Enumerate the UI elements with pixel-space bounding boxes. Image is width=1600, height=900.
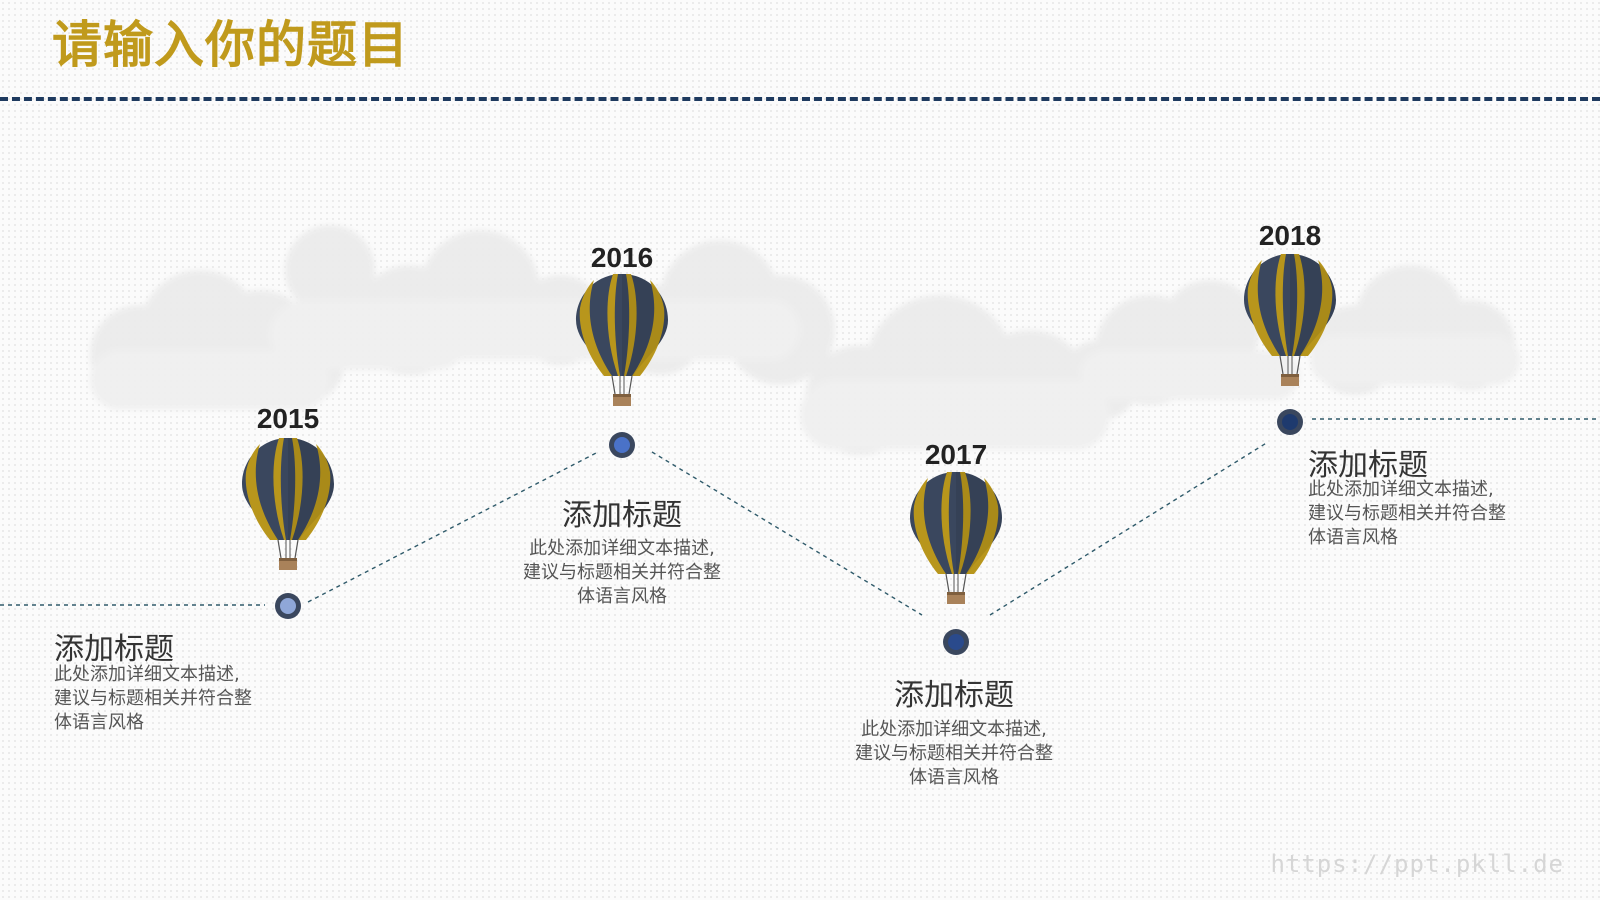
description-line: 此处添加详细文本描述, bbox=[529, 538, 715, 559]
description-line: 此处添加详细文本描述, bbox=[1308, 479, 1494, 500]
description-line: 体语言风格 bbox=[1308, 527, 1398, 548]
description-line: 体语言风格 bbox=[909, 767, 999, 788]
milestone-description: 此处添加详细文本描述, 建议与标题相关并符合整 体语言风格 bbox=[507, 537, 737, 609]
year-label: 2018 bbox=[1258, 220, 1322, 251]
description-line: 体语言风格 bbox=[577, 586, 667, 607]
description-line: 建议与标题相关并符合整 bbox=[1308, 503, 1506, 524]
description-line: 体语言风格 bbox=[54, 712, 144, 733]
description-line: 此处添加详细文本描述, bbox=[861, 719, 1047, 740]
milestone-heading: 添加标题 bbox=[54, 632, 174, 667]
hot-air-balloon-icon bbox=[909, 471, 1003, 605]
description-line: 建议与标题相关并符合整 bbox=[523, 562, 721, 583]
timeline-dot bbox=[1277, 409, 1303, 435]
timeline-path bbox=[0, 418, 1600, 616]
hot-air-balloon-icon bbox=[575, 273, 669, 407]
description-line: 此处添加详细文本描述, bbox=[54, 664, 240, 685]
year-label: 2016 bbox=[590, 242, 654, 273]
year-label: 2015 bbox=[256, 403, 320, 434]
year-label: 2017 bbox=[924, 439, 988, 470]
hot-air-balloon-icon bbox=[241, 437, 335, 571]
milestone-heading: 添加标题 bbox=[562, 498, 682, 533]
cloud-background bbox=[90, 225, 1520, 455]
milestone-description: 此处添加详细文本描述, 建议与标题相关并符合整 体语言风格 bbox=[54, 663, 284, 735]
description-line: 建议与标题相关并符合整 bbox=[54, 688, 252, 709]
timeline-dot bbox=[275, 593, 301, 619]
title-divider bbox=[0, 97, 1600, 101]
watermark: https://ppt.pkll.de bbox=[1270, 850, 1564, 878]
milestone-description: 此处添加详细文本描述, 建议与标题相关并符合整 体语言风格 bbox=[1308, 478, 1538, 550]
milestone-description: 此处添加详细文本描述, 建议与标题相关并符合整 体语言风格 bbox=[839, 718, 1069, 790]
milestone-heading: 添加标题 bbox=[1308, 448, 1428, 483]
timeline-dot bbox=[609, 432, 635, 458]
milestone-heading: 添加标题 bbox=[894, 678, 1014, 713]
timeline-dot bbox=[943, 629, 969, 655]
description-line: 建议与标题相关并符合整 bbox=[855, 743, 1053, 764]
page-title: 请输入你的题目 bbox=[52, 16, 409, 74]
